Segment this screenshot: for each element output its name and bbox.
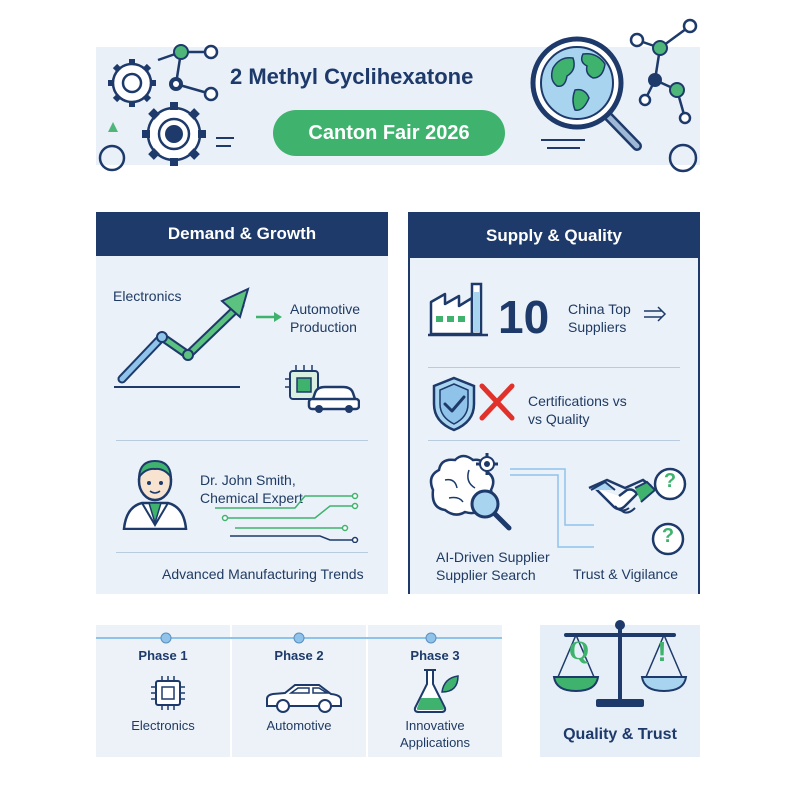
expert-title: Chemical Expert: [200, 490, 303, 506]
expert-name: Dr. John Smith,: [200, 472, 296, 488]
phase-name: Innovative: [405, 718, 465, 733]
connector-lines: [510, 468, 594, 548]
shield-check-icon: [432, 376, 515, 432]
trust-vigilance-label: Trust & Vigilance: [573, 566, 679, 582]
page-title: 2 Methyl Cyclihexatone: [230, 64, 474, 89]
chip-icon: [151, 676, 185, 710]
handshake-icon: [588, 467, 687, 556]
certifications-label-2: vs Quality: [528, 411, 590, 427]
divider: [428, 440, 680, 441]
panel-heading: Demand & Growth: [96, 212, 388, 256]
ai-search-label-2: Supplier Search: [436, 567, 536, 583]
ai-search-label-1: AI-Driven Supplier: [436, 549, 550, 565]
alert-icon: !: [657, 636, 667, 667]
growth-arrow-icon: [114, 287, 282, 388]
question-icon: ?: [663, 470, 677, 492]
supplier-count: 10: [498, 291, 550, 343]
suppliers-label-2: Suppliers: [568, 319, 627, 335]
phase-name: Electronics: [131, 718, 195, 733]
certifications-label-1: Certifications vs: [528, 393, 627, 409]
phase-label: Phase 2: [274, 648, 324, 663]
phase-name-line2: Applications: [399, 735, 471, 750]
event-badge: Canton Fair 2026: [273, 110, 505, 156]
circuit-lines: [215, 492, 359, 543]
trends-label: Advanced Manufacturing Trends: [162, 566, 364, 582]
divider: [116, 552, 368, 553]
factory-icon: [428, 282, 488, 337]
brain-search-icon: [429, 453, 512, 531]
suppliers-label-1: China Top: [568, 301, 631, 317]
gear-icon: [98, 44, 234, 172]
quality-trust-label: Quality & Trust: [563, 726, 677, 743]
chip-icon: [285, 365, 360, 413]
flask-icon: [413, 669, 459, 713]
divider: [428, 367, 680, 368]
question-icon: ?: [661, 525, 675, 547]
phase-label: Phase 1: [138, 648, 188, 663]
automotive-label-2: Production: [290, 319, 357, 335]
arrow-right-icon: [644, 306, 667, 322]
timeline-track: [96, 632, 502, 644]
scale-icon: [552, 620, 688, 707]
car-icon: [266, 684, 342, 713]
automotive-label-1: Automotive: [290, 301, 361, 317]
phase-timeline: Phase 1 Electronics Phase 2 Automotive P…: [96, 625, 502, 757]
electronics-label: Electronics: [113, 288, 182, 304]
panel-heading: Supply & Quality: [410, 214, 698, 258]
phase-label: Phase 3: [410, 648, 460, 663]
expert-avatar-icon: [122, 459, 188, 530]
quality-q-icon: Q: [568, 636, 590, 665]
globe-magnifier-icon: [530, 18, 698, 173]
phase-name: Automotive: [266, 718, 332, 733]
divider: [116, 440, 368, 441]
